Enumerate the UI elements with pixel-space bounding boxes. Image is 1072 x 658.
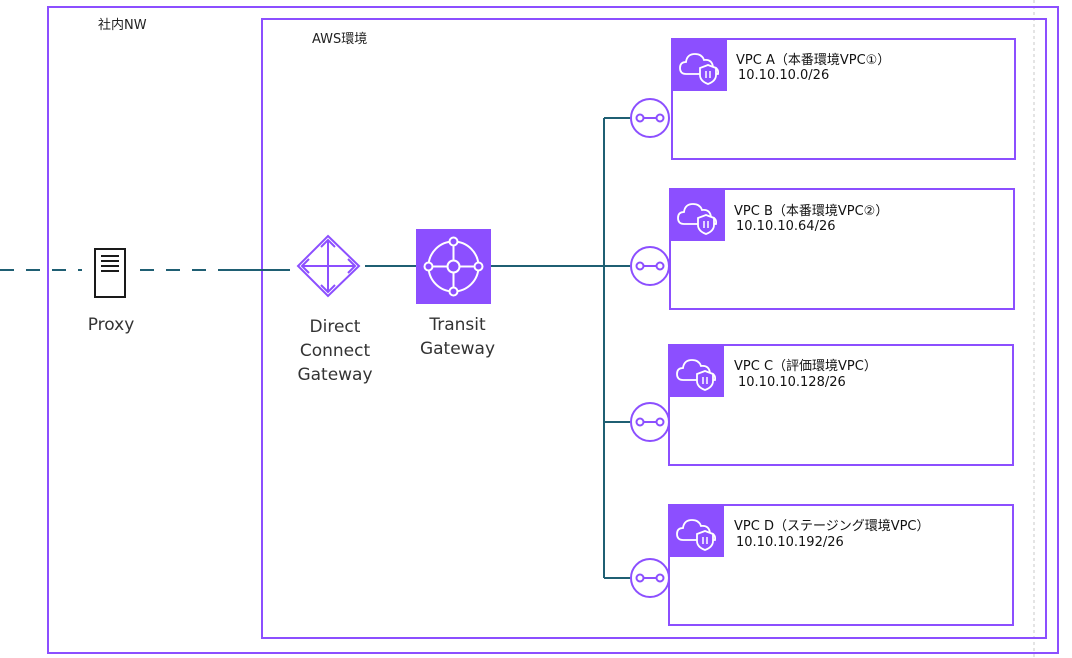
transit-gateway-label-line: Gateway xyxy=(419,339,496,359)
dx-gateway-label-line: Direct xyxy=(309,317,361,337)
server-icon xyxy=(94,248,126,298)
vpc-cloud-icon xyxy=(669,505,724,557)
dx-gateway-label-line: Gateway xyxy=(297,365,373,385)
vpc-b-title: VPC B（本番環境VPC②） xyxy=(734,204,889,219)
vpc-d-title: VPC D（ステージング環境VPC） xyxy=(734,519,930,534)
transit-gateway-label: Transit Gateway xyxy=(400,313,515,361)
vpc-c-cidr: 10.10.10.128/26 xyxy=(738,375,846,390)
aws-env-label: AWS環境 xyxy=(312,32,368,47)
tgw-attachment-icon xyxy=(630,98,670,138)
vpc-d-cidr: 10.10.10.192/26 xyxy=(736,535,844,550)
vpc-box-a xyxy=(671,38,1016,160)
dx-gateway-label-line: Connect xyxy=(299,341,371,361)
vpc-box-b xyxy=(669,188,1015,310)
tgw-attachment-icon xyxy=(630,558,670,598)
vpc-box-d xyxy=(668,504,1014,626)
aws-env-group xyxy=(261,18,1047,639)
direct-connect-gateway-icon xyxy=(296,234,361,298)
transit-gateway-label-line: Transit xyxy=(429,315,486,335)
vpc-a-cidr: 10.10.10.0/26 xyxy=(738,68,830,83)
dx-gateway-label: Direct Connect Gateway xyxy=(276,315,394,387)
corp-nw-label: 社内NW xyxy=(98,18,147,33)
vpc-c-title: VPC C（評価環境VPC） xyxy=(734,359,877,374)
vpc-cloud-icon xyxy=(670,189,725,241)
vpc-cloud-icon xyxy=(669,345,724,397)
vpc-box-c xyxy=(668,344,1014,466)
tgw-attachment-icon xyxy=(630,402,670,442)
transit-gateway-icon xyxy=(416,229,491,304)
vpc-b-cidr: 10.10.10.64/26 xyxy=(736,219,836,234)
vpc-a-title: VPC A（本番環境VPC①） xyxy=(736,53,891,68)
corp-nw-group xyxy=(47,6,1059,654)
proxy-label: Proxy xyxy=(87,315,135,335)
vpc-cloud-icon xyxy=(672,39,727,91)
tgw-attachment-icon xyxy=(630,246,670,286)
